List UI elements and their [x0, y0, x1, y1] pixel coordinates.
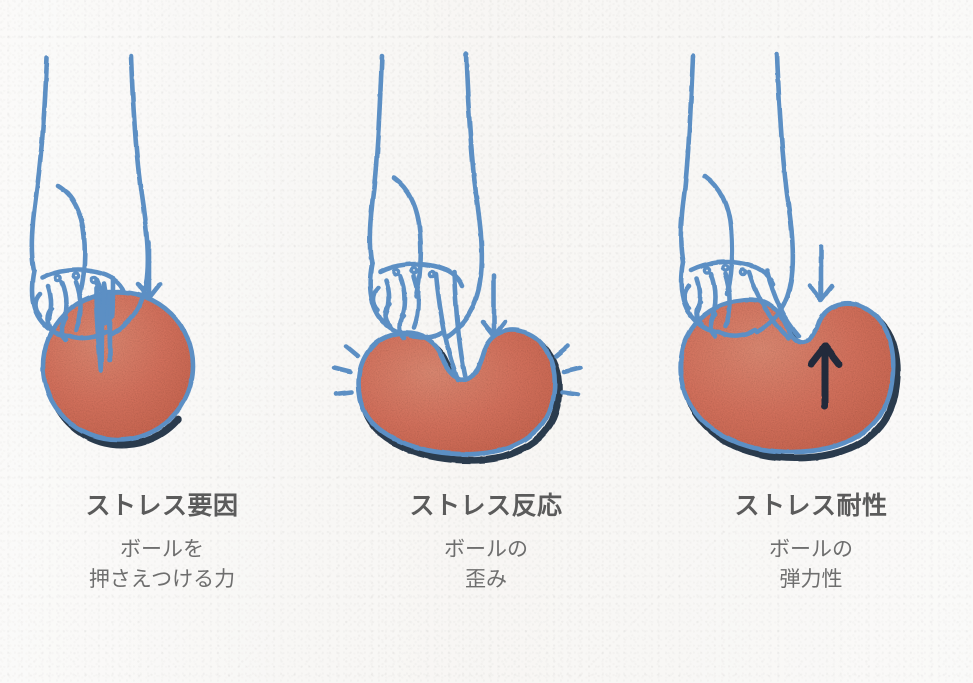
down-arrow-icon [135, 239, 163, 301]
panel-subtitle-line-2: 歪み [465, 568, 507, 592]
panel-subtitle-line-1: ボールの [769, 537, 853, 561]
caption-stress-tolerance: ストレス耐性 ボールの 弾力性 [649, 492, 973, 596]
panel-stress-tolerance: ストレス耐性 ボールの 弾力性 [649, 0, 973, 683]
panel-title: ストレス反応 [409, 492, 563, 520]
panel-subtitle-line-2: 弾力性 [779, 568, 843, 592]
panel-title: ストレス要因 [85, 492, 239, 520]
panel-title: ストレス耐性 [734, 492, 888, 520]
down-arrow-icon [480, 273, 508, 339]
panel-subtitle-line-1: ボールの [444, 537, 528, 561]
panel-subtitle: ボールの 歪み [324, 535, 648, 596]
caption-stress-factor: ストレス要因 ボールを 押さえつける力 [0, 492, 324, 596]
illustration-hand-pressing-resilient-ball [649, 46, 973, 482]
panel-subtitle: ボールを 押さえつける力 [0, 535, 324, 596]
panel-stress-factor: ストレス要因 ボールを 押さえつける力 [0, 0, 324, 683]
caption-stress-response: ストレス反応 ボールの 歪み [324, 492, 648, 596]
down-arrow-icon [807, 243, 835, 303]
illustration-hand-pressing-round-ball [0, 46, 324, 482]
hand-line-art [367, 51, 485, 341]
panel-subtitle: ボールの 弾力性 [649, 535, 973, 596]
illustration-hand-pressing-dented-ball [324, 46, 648, 482]
impact-lines-left [331, 343, 361, 397]
panel-subtitle-line-2: 押さえつける力 [88, 568, 236, 592]
panel-subtitle-line-1: ボールを [120, 537, 204, 561]
panel-stress-response: ストレス反応 ボールの 歪み [324, 0, 648, 683]
